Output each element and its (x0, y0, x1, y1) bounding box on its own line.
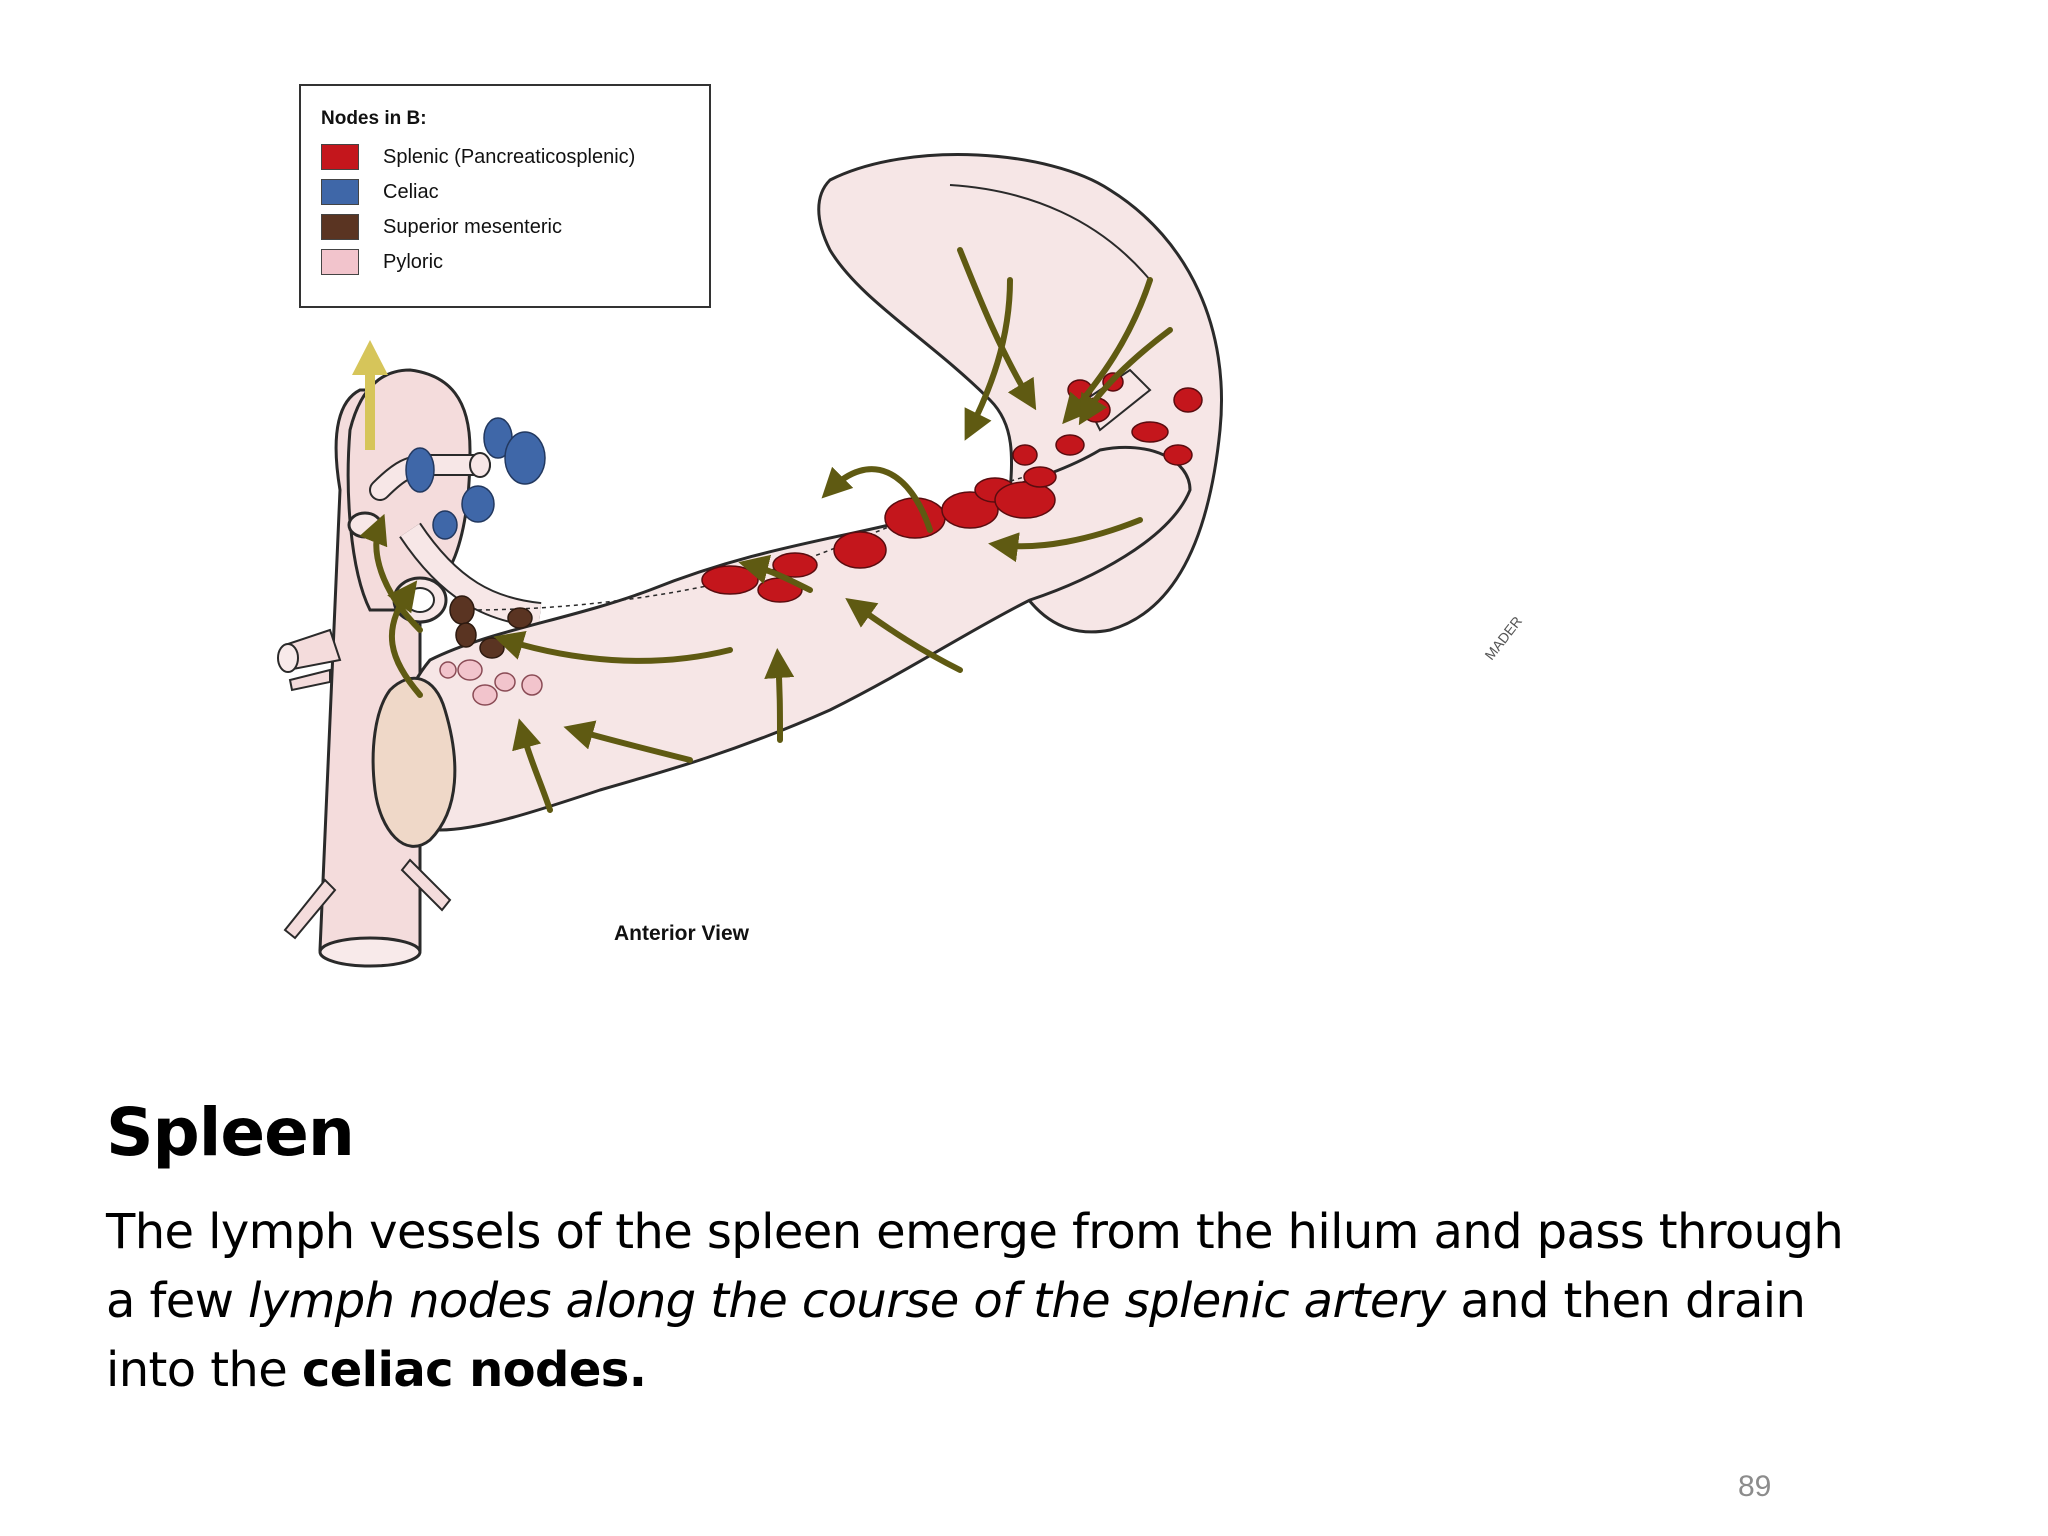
celiac-nodes (405, 417, 546, 540)
illustrator-signature: MADER (1481, 613, 1526, 663)
legend-label: Splenic (Pancreaticosplenic) (383, 145, 636, 168)
legend-swatch-celiac (321, 179, 359, 205)
legend-item-superior-mesenteric: Superior mesenteric (321, 213, 562, 241)
legend-swatch-superior-mesenteric (321, 214, 359, 240)
body-text-strong: celiac nodes. (301, 1342, 647, 1398)
legend: Nodes in B: Splenic (Pancreaticosplenic)… (299, 84, 711, 308)
legend-item-pyloric: Pyloric (321, 248, 443, 276)
legend-item-celiac: Celiac (321, 178, 439, 206)
legend-swatch-pyloric (321, 249, 359, 275)
body-text-part2: and then drain into the (106, 1273, 1806, 1398)
legend-swatch-splenic (321, 144, 359, 170)
view-label: Anterior View (614, 922, 749, 945)
pancreas-shape (395, 445, 1192, 832)
legend-label: Celiac (383, 180, 439, 203)
page-number: 89 (1738, 1470, 1772, 1503)
body-text-part1: The lymph vessels of the spleen emerge f… (106, 1204, 1844, 1329)
legend-item-splenic: Splenic (Pancreaticosplenic) (321, 143, 635, 171)
pyloric-nodes (439, 659, 543, 706)
body-text-emphasis: lymph nodes along the course of the sple… (248, 1273, 1446, 1329)
slide-body: The lymph vessels of the spleen emerge f… (106, 1198, 1866, 1405)
lymph-flow-arrows (359, 247, 1173, 813)
legend-label: Superior mesenteric (383, 215, 562, 238)
superior-mesenteric-nodes (449, 595, 533, 659)
legend-title: Nodes in B: (321, 108, 427, 129)
anatomy-drawing (277, 153, 1223, 968)
splenic-nodes (701, 372, 1203, 603)
illustration: MADER (270, 70, 1525, 1000)
slide-title: Spleen (106, 1094, 355, 1171)
legend-label: Pyloric (383, 250, 444, 273)
